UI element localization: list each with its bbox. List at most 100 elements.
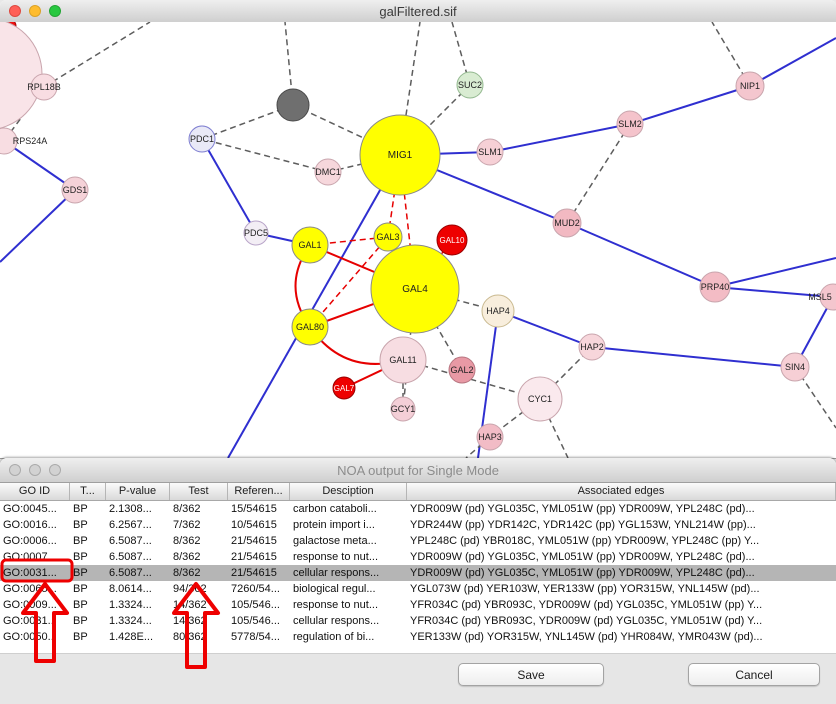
network-node-PDC1[interactable]: PDC1 bbox=[189, 126, 215, 152]
table-row[interactable]: GO:0009...BP1.3324...14/362105/546...res… bbox=[0, 597, 836, 613]
network-edge-pp[interactable] bbox=[750, 38, 836, 86]
network-node-GAL4[interactable]: GAL4 bbox=[371, 245, 459, 333]
network-edge-pp[interactable] bbox=[715, 258, 836, 287]
cell-referen: 105/546... bbox=[228, 613, 290, 629]
cell-associated-edges: YDR244W (pp) YDR142C, YDR142C (pp) YGL15… bbox=[407, 517, 836, 533]
network-node-SUC2[interactable]: SUC2 bbox=[457, 72, 483, 98]
network-node-n-left-big[interactable] bbox=[0, 22, 42, 130]
cell-desciption: biological regul... bbox=[290, 581, 407, 597]
node-label: RPS24A bbox=[13, 136, 48, 146]
noa-window-titlebar[interactable]: NOA output for Single Mode bbox=[0, 458, 836, 483]
cell-go-id: GO:0065... bbox=[0, 581, 70, 597]
cell-go-id: GO:0007... bbox=[0, 549, 70, 565]
node-label: HAP3 bbox=[478, 432, 502, 442]
window-controls bbox=[9, 0, 61, 22]
column-header-p-value[interactable]: P-value bbox=[106, 483, 170, 500]
cell-associated-edges: YGL073W (pd) YER103W, YER133W (pp) YOR31… bbox=[407, 581, 836, 597]
table-row[interactable]: GO:0050...BP1.428E...80/3625778/54...reg… bbox=[0, 629, 836, 645]
window-controls bbox=[9, 458, 61, 482]
table-row[interactable]: GO:0031...BP1.3324...14/362105/546...cel… bbox=[0, 613, 836, 629]
network-edge-pp[interactable] bbox=[592, 347, 795, 367]
cell-p-value: 6.5087... bbox=[106, 549, 170, 565]
network-node-NIP1[interactable]: NIP1 bbox=[736, 72, 764, 100]
network-node-n-gray[interactable] bbox=[277, 89, 309, 121]
table-row[interactable]: GO:0031...BP6.5087...8/36221/54615cellul… bbox=[0, 565, 836, 581]
network-node-PDC5[interactable]: PDC5 bbox=[244, 221, 268, 245]
close-button[interactable] bbox=[9, 464, 21, 476]
cell-p-value: 6.2567... bbox=[106, 517, 170, 533]
network-graph[interactable]: RPL18BRPS24AGDS1PDC1MIG1DMC1SUC2SLM1SLM2… bbox=[0, 22, 836, 458]
close-button[interactable] bbox=[9, 5, 21, 17]
cell-p-value: 2.1308... bbox=[106, 501, 170, 517]
network-node-GAL80[interactable]: GAL80 bbox=[292, 309, 328, 345]
network-node-MUD2[interactable]: MUD2 bbox=[553, 209, 581, 237]
node-label: SUC2 bbox=[458, 80, 482, 90]
network-edge-pd[interactable] bbox=[202, 139, 328, 172]
node-label: GAL1 bbox=[298, 240, 321, 250]
network-node-HAP2[interactable]: HAP2 bbox=[579, 334, 605, 360]
network-window-titlebar[interactable]: galFiltered.sif bbox=[0, 0, 836, 23]
network-node-GCY1[interactable]: GCY1 bbox=[391, 397, 416, 421]
column-header-t[interactable]: T... bbox=[70, 483, 106, 500]
column-header-go-id[interactable]: GO ID bbox=[0, 483, 70, 500]
cell-go-id: GO:0016... bbox=[0, 517, 70, 533]
network-node-GAL1[interactable]: GAL1 bbox=[292, 227, 328, 263]
network-node-MSL5[interactable]: MSL5 bbox=[808, 284, 836, 310]
node-label: GAL2 bbox=[450, 365, 473, 375]
network-node-SIN4[interactable]: SIN4 bbox=[781, 353, 809, 381]
column-header-desciption[interactable]: Desciption bbox=[290, 483, 407, 500]
table-row[interactable]: GO:0006...BP6.5087...8/36221/54615galact… bbox=[0, 533, 836, 549]
table-row[interactable]: GO:0007...BP6.5087...8/36221/54615respon… bbox=[0, 549, 836, 565]
cell-referen: 21/54615 bbox=[228, 549, 290, 565]
cell-desciption: cellular respons... bbox=[290, 565, 407, 581]
results-table: GO:0045...BP2.1308...8/36215/54615carbon… bbox=[0, 501, 836, 645]
network-edge-pd[interactable] bbox=[44, 22, 150, 87]
network-node-MIG1[interactable]: MIG1 bbox=[360, 115, 440, 195]
cancel-button[interactable]: Cancel bbox=[688, 663, 820, 686]
network-node-GAL2[interactable]: GAL2 bbox=[449, 357, 475, 383]
column-header-referen[interactable]: Referen... bbox=[228, 483, 290, 500]
network-node-GDS1[interactable]: GDS1 bbox=[62, 177, 88, 203]
network-node-DMC1[interactable]: DMC1 bbox=[315, 159, 341, 185]
network-edge-pp[interactable] bbox=[202, 139, 256, 233]
network-node-HAP4[interactable]: HAP4 bbox=[482, 295, 514, 327]
table-row[interactable]: GO:0045...BP2.1308...8/36215/54615carbon… bbox=[0, 501, 836, 517]
network-edge-pp[interactable] bbox=[567, 223, 715, 287]
cell-test: 80/362 bbox=[170, 629, 228, 645]
cell-t: BP bbox=[70, 501, 106, 517]
network-node-SLM2[interactable]: SLM2 bbox=[617, 111, 643, 137]
cell-desciption: response to nut... bbox=[290, 597, 407, 613]
network-node-HAP3[interactable]: HAP3 bbox=[477, 424, 503, 450]
cell-p-value: 1.3324... bbox=[106, 613, 170, 629]
network-node-CYC1[interactable]: CYC1 bbox=[518, 377, 562, 421]
column-header-associated-edges[interactable]: Associated edges bbox=[407, 483, 836, 500]
cell-go-id: GO:0050... bbox=[0, 629, 70, 645]
cell-test: 8/362 bbox=[170, 533, 228, 549]
node-label: GCY1 bbox=[391, 404, 416, 414]
table-row[interactable]: GO:0065...BP8.0614...94/3627260/54...bio… bbox=[0, 581, 836, 597]
network-node-GAL10[interactable]: GAL10 bbox=[437, 225, 467, 255]
column-header-test[interactable]: Test bbox=[170, 483, 228, 500]
cell-associated-edges: YDR009W (pd) YGL035C, YML051W (pp) YDR00… bbox=[407, 549, 836, 565]
table-row[interactable]: GO:0016...BP6.2567...7/36210/54615protei… bbox=[0, 517, 836, 533]
zoom-button[interactable] bbox=[49, 464, 61, 476]
network-node-PRP40[interactable]: PRP40 bbox=[700, 272, 730, 302]
network-node-GAL11[interactable]: GAL11 bbox=[380, 337, 426, 383]
network-edge-pd[interactable] bbox=[567, 124, 630, 223]
network-edge-pp[interactable] bbox=[490, 124, 630, 152]
cell-p-value: 1.3324... bbox=[106, 597, 170, 613]
zoom-button[interactable] bbox=[49, 5, 61, 17]
network-edge-pp[interactable] bbox=[630, 86, 750, 124]
network-canvas[interactable]: RPL18BRPS24AGDS1PDC1MIG1DMC1SUC2SLM1SLM2… bbox=[0, 22, 836, 458]
network-node-SLM1[interactable]: SLM1 bbox=[477, 139, 503, 165]
minimize-button[interactable] bbox=[29, 5, 41, 17]
cell-desciption: regulation of bi... bbox=[290, 629, 407, 645]
save-button[interactable]: Save bbox=[458, 663, 604, 686]
minimize-button[interactable] bbox=[29, 464, 41, 476]
network-node-RPS24A[interactable]: RPS24A bbox=[0, 128, 47, 154]
cell-desciption: response to nut... bbox=[290, 549, 407, 565]
network-node-GAL7[interactable]: GAL7 bbox=[333, 377, 355, 399]
network-node-GAL3[interactable]: GAL3 bbox=[374, 223, 402, 251]
network-edge-pp[interactable] bbox=[0, 190, 75, 262]
